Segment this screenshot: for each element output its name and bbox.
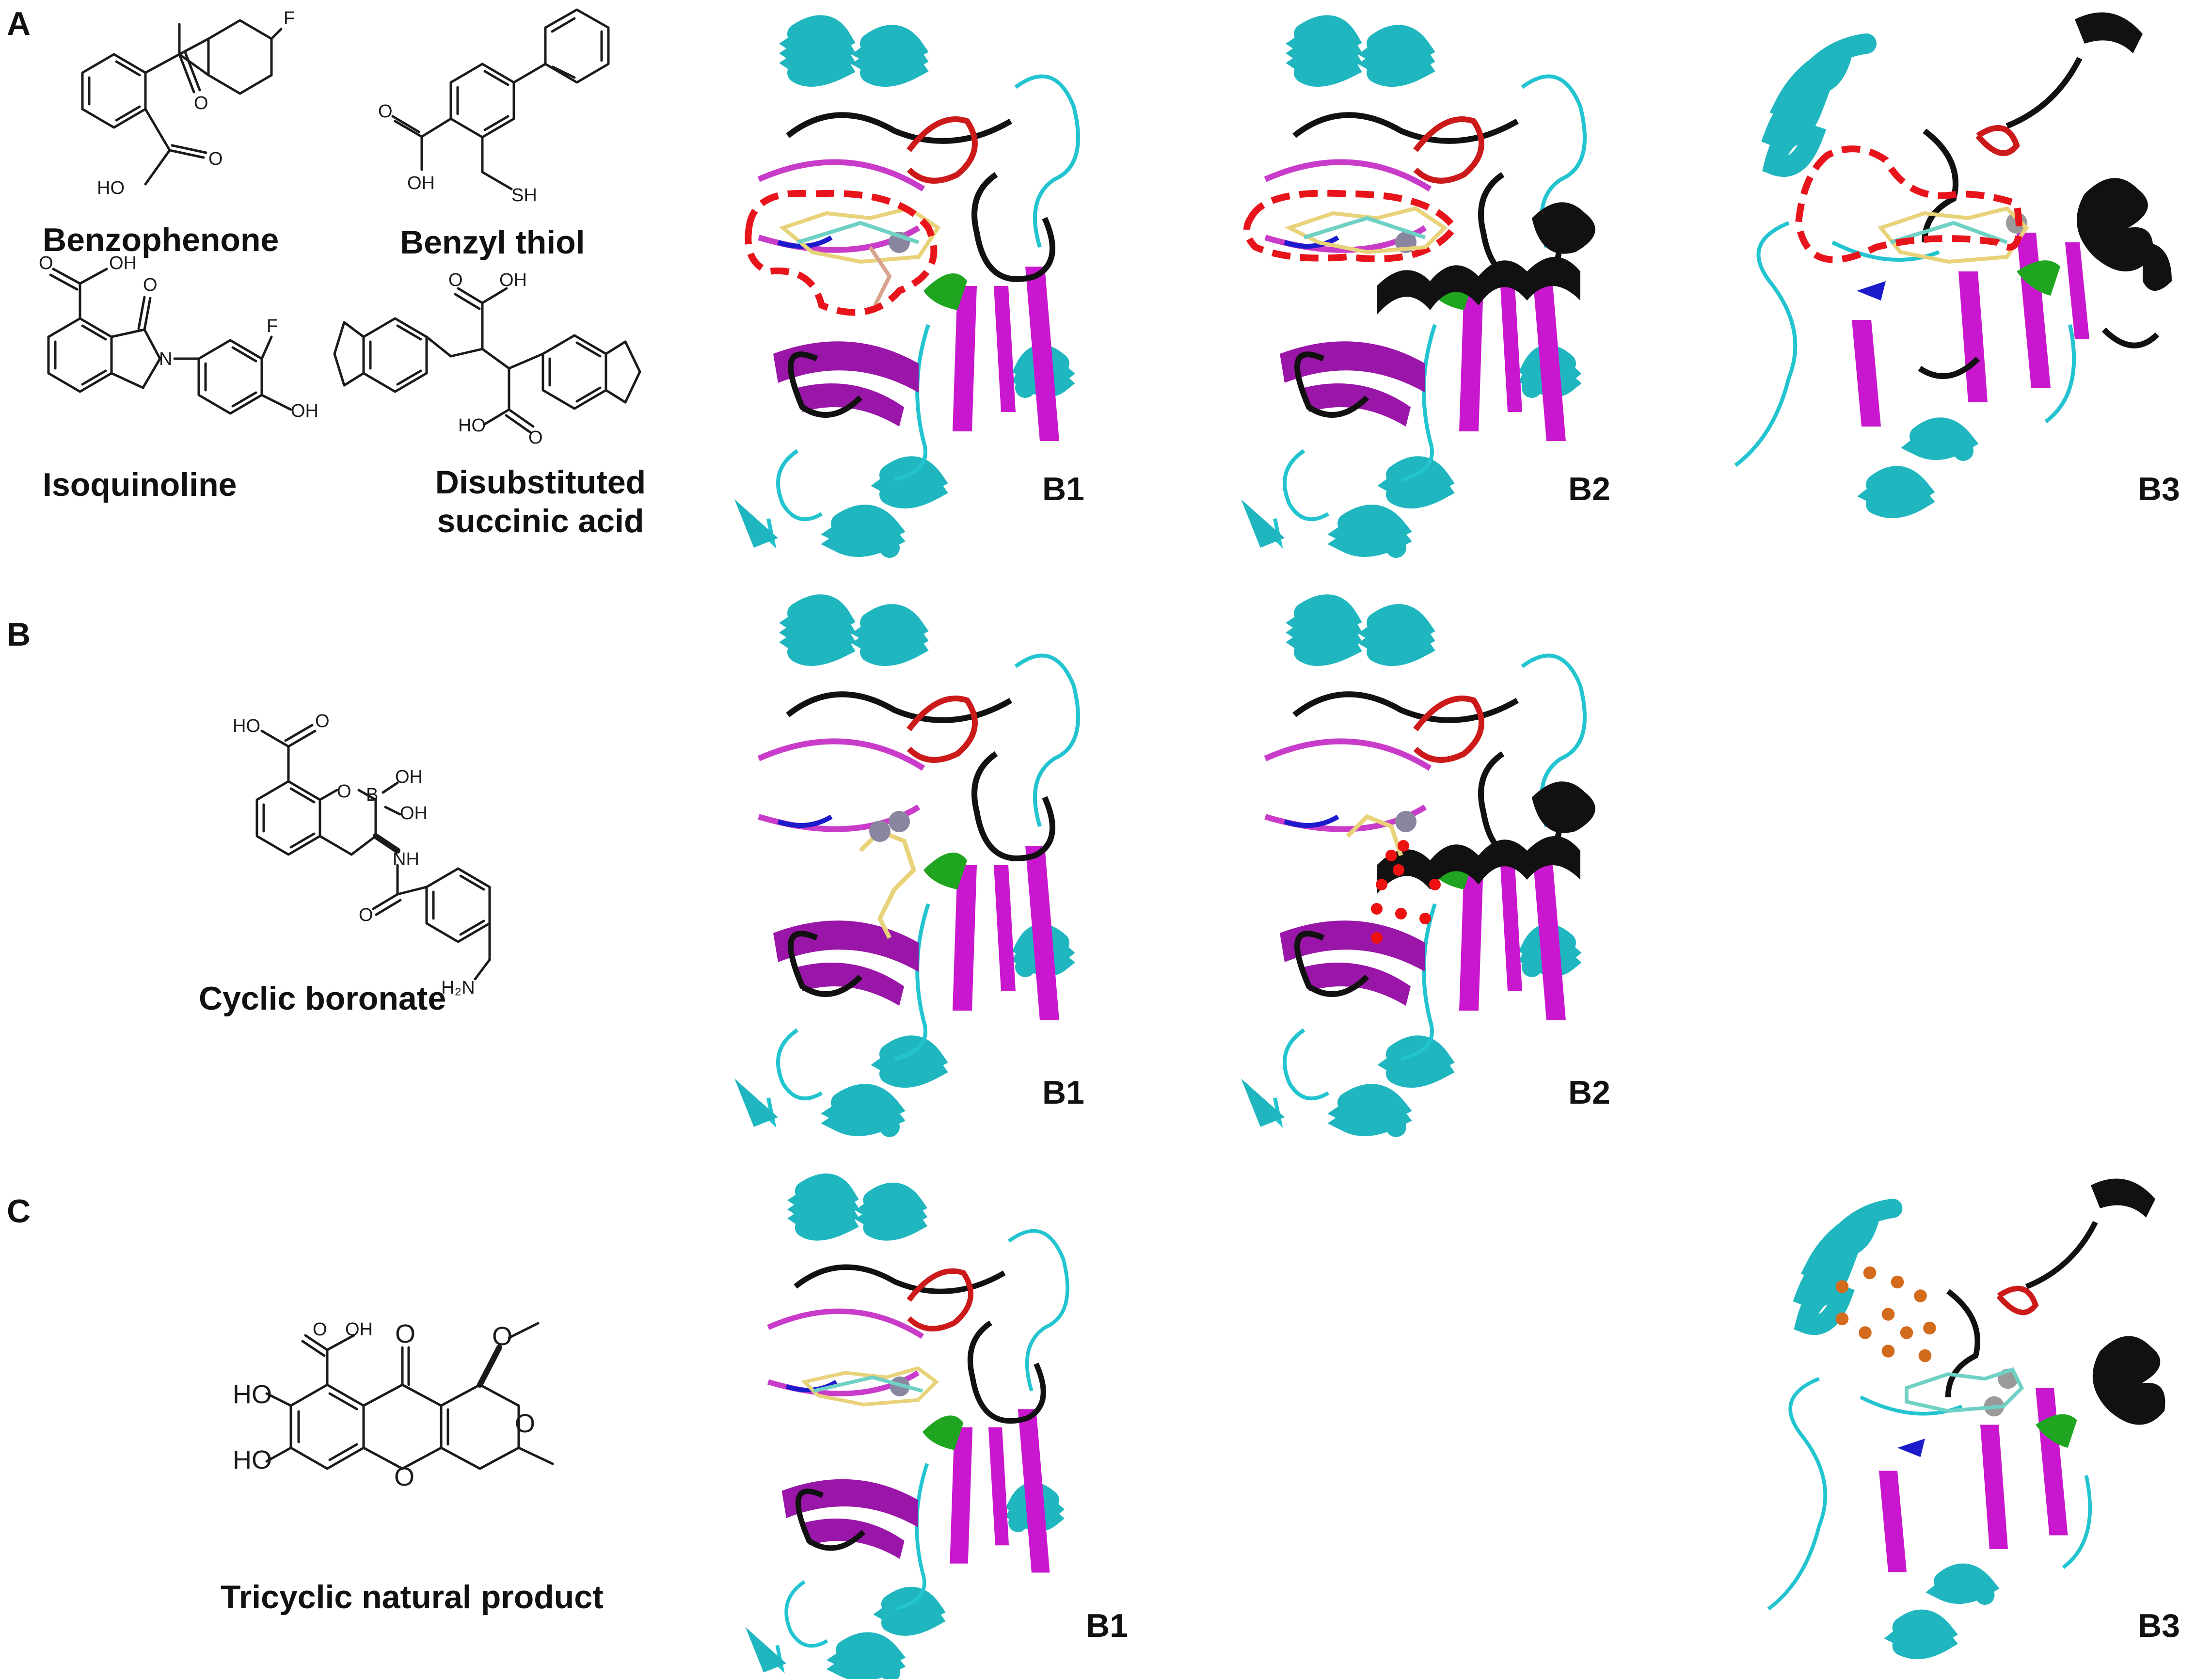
svg-text:O: O xyxy=(315,711,330,731)
svg-text:O: O xyxy=(528,428,543,448)
svg-text:F: F xyxy=(267,316,278,336)
benzyl-thiol-structure: O OH SH xyxy=(378,8,610,206)
svg-text:OH: OH xyxy=(345,1319,373,1340)
svg-text:HO: HO xyxy=(97,178,125,198)
svg-text:H₂N: H₂N xyxy=(441,978,475,998)
svg-text:O: O xyxy=(515,1409,535,1438)
binding-pocket-outline xyxy=(745,190,938,316)
water-dots xyxy=(1835,1266,1936,1362)
svg-text:O: O xyxy=(143,275,158,295)
svg-text:OH: OH xyxy=(109,253,137,273)
svg-text:B: B xyxy=(366,785,378,805)
binding-pocket-outline xyxy=(1243,190,1459,262)
svg-text:OH: OH xyxy=(400,803,428,824)
structure-label-c-b1: B1 xyxy=(1086,1607,1128,1644)
svg-text:SH: SH xyxy=(511,185,537,206)
svg-text:HO: HO xyxy=(458,415,486,436)
ligand-overlay xyxy=(779,206,941,306)
svg-text:O: O xyxy=(337,781,351,802)
svg-text:OH: OH xyxy=(407,173,435,193)
svg-text:O: O xyxy=(39,253,53,273)
svg-text:HO: HO xyxy=(233,1380,272,1409)
svg-text:O: O xyxy=(359,905,373,925)
tricyclic-natural-product-structure: O OH O HO HO O O O xyxy=(233,1319,554,1491)
succinic-acid-structure: O OH HO O xyxy=(333,270,641,448)
svg-text:F: F xyxy=(284,8,295,29)
structure-a-b1 xyxy=(725,15,1093,553)
structure-label-a-b3: B3 xyxy=(2138,471,2180,507)
binding-pocket-outline xyxy=(1795,145,2022,263)
svg-text:O: O xyxy=(448,270,463,290)
benzophenone-structure: O HO O F xyxy=(81,8,295,198)
svg-text:N: N xyxy=(159,349,172,369)
svg-text:O: O xyxy=(395,1319,415,1348)
structure-label-b-b1: B1 xyxy=(1042,1074,1084,1111)
structure-label-b-b2: B2 xyxy=(1568,1074,1610,1111)
svg-text:OH: OH xyxy=(395,767,423,787)
structure-a-b2 xyxy=(1231,15,1595,553)
structure-label-a-b1: B1 xyxy=(1042,471,1084,507)
molecule-name-isoquinoline: Isoquinoline xyxy=(43,466,237,503)
panel-label-c: C xyxy=(7,1193,31,1230)
atom-o: O xyxy=(194,93,208,113)
panel-label-a: A xyxy=(7,5,31,42)
svg-text:O: O xyxy=(208,149,223,169)
svg-text:NH: NH xyxy=(393,849,419,870)
structure-b-b2 xyxy=(1231,594,1595,1132)
molecule-name-benzophenone: Benzophenone xyxy=(43,222,279,258)
water-dots xyxy=(1371,840,1441,944)
structure-c-b1 xyxy=(725,1173,1093,1677)
isoquinoline-structure: O OH O N F OH xyxy=(39,253,318,421)
svg-text:O: O xyxy=(378,101,393,122)
svg-text:O: O xyxy=(492,1322,512,1351)
svg-text:HO: HO xyxy=(233,1445,272,1474)
panel-label-b: B xyxy=(7,616,31,653)
structure-b-b1 xyxy=(725,594,1093,1132)
molecule-name-cyclic-boronate: Cyclic boronate xyxy=(199,980,446,1017)
svg-text:HO: HO xyxy=(233,716,260,736)
svg-text:O: O xyxy=(313,1319,327,1340)
molecule-name-succinic-acid: Disubstituted succinic acid xyxy=(435,464,646,540)
svg-text:OH: OH xyxy=(291,401,318,421)
structure-c-b3 xyxy=(1767,1178,2165,1660)
molecule-name-benzyl-thiol: Benzyl thiol xyxy=(400,224,585,261)
svg-text:O: O xyxy=(394,1462,414,1491)
molecule-name-tricyclic-natural-product: Tricyclic natural product xyxy=(221,1579,604,1616)
svg-text:OH: OH xyxy=(499,270,527,290)
structure-label-a-b2: B2 xyxy=(1568,471,1610,507)
structure-label-c-b3: B3 xyxy=(2138,1607,2180,1644)
cyclic-boronate-structure: HO O O B OH OH NH O H₂N xyxy=(233,711,491,998)
structure-a-b3 xyxy=(1734,12,2172,518)
